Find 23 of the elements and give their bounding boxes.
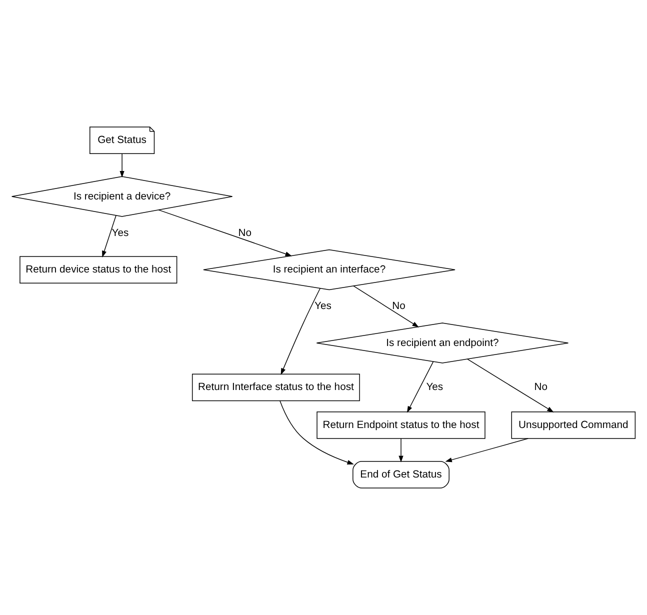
- node-box: Return Interface status to the host: [192, 374, 360, 402]
- arrow: [120, 153, 124, 178]
- arrow: [158, 210, 292, 256]
- node-box: Return Endpoint status to the host: [316, 411, 486, 439]
- arrow: [353, 286, 419, 328]
- arrow: [102, 215, 116, 258]
- arrow: [467, 358, 554, 412]
- node-box: Unsupported Command: [511, 411, 636, 439]
- edge-label: Yes: [314, 301, 332, 312]
- arrow: [280, 400, 354, 464]
- node-box: End of Get Status: [352, 461, 450, 488]
- node-box: Return device status to the host: [20, 256, 178, 284]
- edge-label: No: [238, 228, 252, 239]
- node-diamond: Is recipient a device?: [11, 176, 233, 217]
- edge-label: Yes: [426, 382, 444, 394]
- arrow: [406, 361, 434, 413]
- edge-label: No: [534, 382, 548, 394]
- arrow: [445, 438, 528, 462]
- arrow: [398, 438, 404, 462]
- node-diamond: Is recipient an interface?: [203, 249, 456, 290]
- edge-label: No: [392, 301, 406, 312]
- edge-label: Yes: [112, 228, 129, 239]
- arrow: [280, 288, 320, 375]
